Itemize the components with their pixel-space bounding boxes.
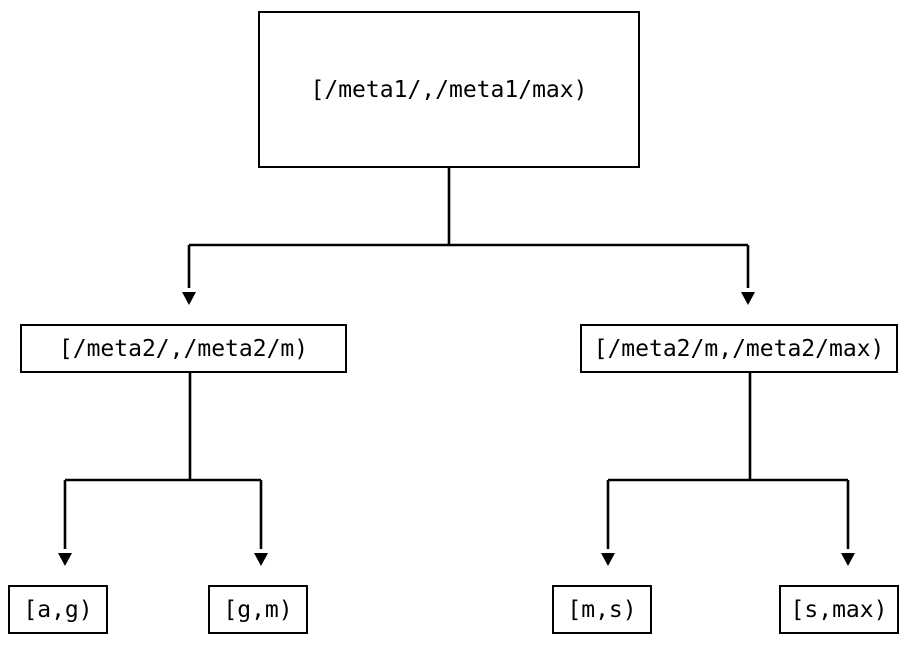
arrowhead-to-mid-right bbox=[741, 292, 755, 305]
node-leaf-s-max[interactable]: [s,max) bbox=[779, 585, 899, 634]
node-root[interactable]: [/meta1/,/meta1/max) bbox=[258, 11, 640, 168]
node-mid-right[interactable]: [/meta2/m,/meta2/max) bbox=[580, 324, 898, 373]
arrowhead-to-mid-left bbox=[182, 292, 196, 305]
arrowhead-to-leaf-m-s bbox=[601, 553, 615, 566]
arrowhead-to-leaf-a-g bbox=[58, 553, 72, 566]
node-mid-left[interactable]: [/meta2/,/meta2/m) bbox=[20, 324, 347, 373]
node-leaf-g-m[interactable]: [g,m) bbox=[208, 585, 308, 634]
arrowhead-to-leaf-g-m bbox=[254, 553, 268, 566]
arrowhead-to-leaf-s-max bbox=[841, 553, 855, 566]
node-leaf-m-s[interactable]: [m,s) bbox=[552, 585, 652, 634]
node-leaf-a-g[interactable]: [a,g) bbox=[8, 585, 108, 634]
